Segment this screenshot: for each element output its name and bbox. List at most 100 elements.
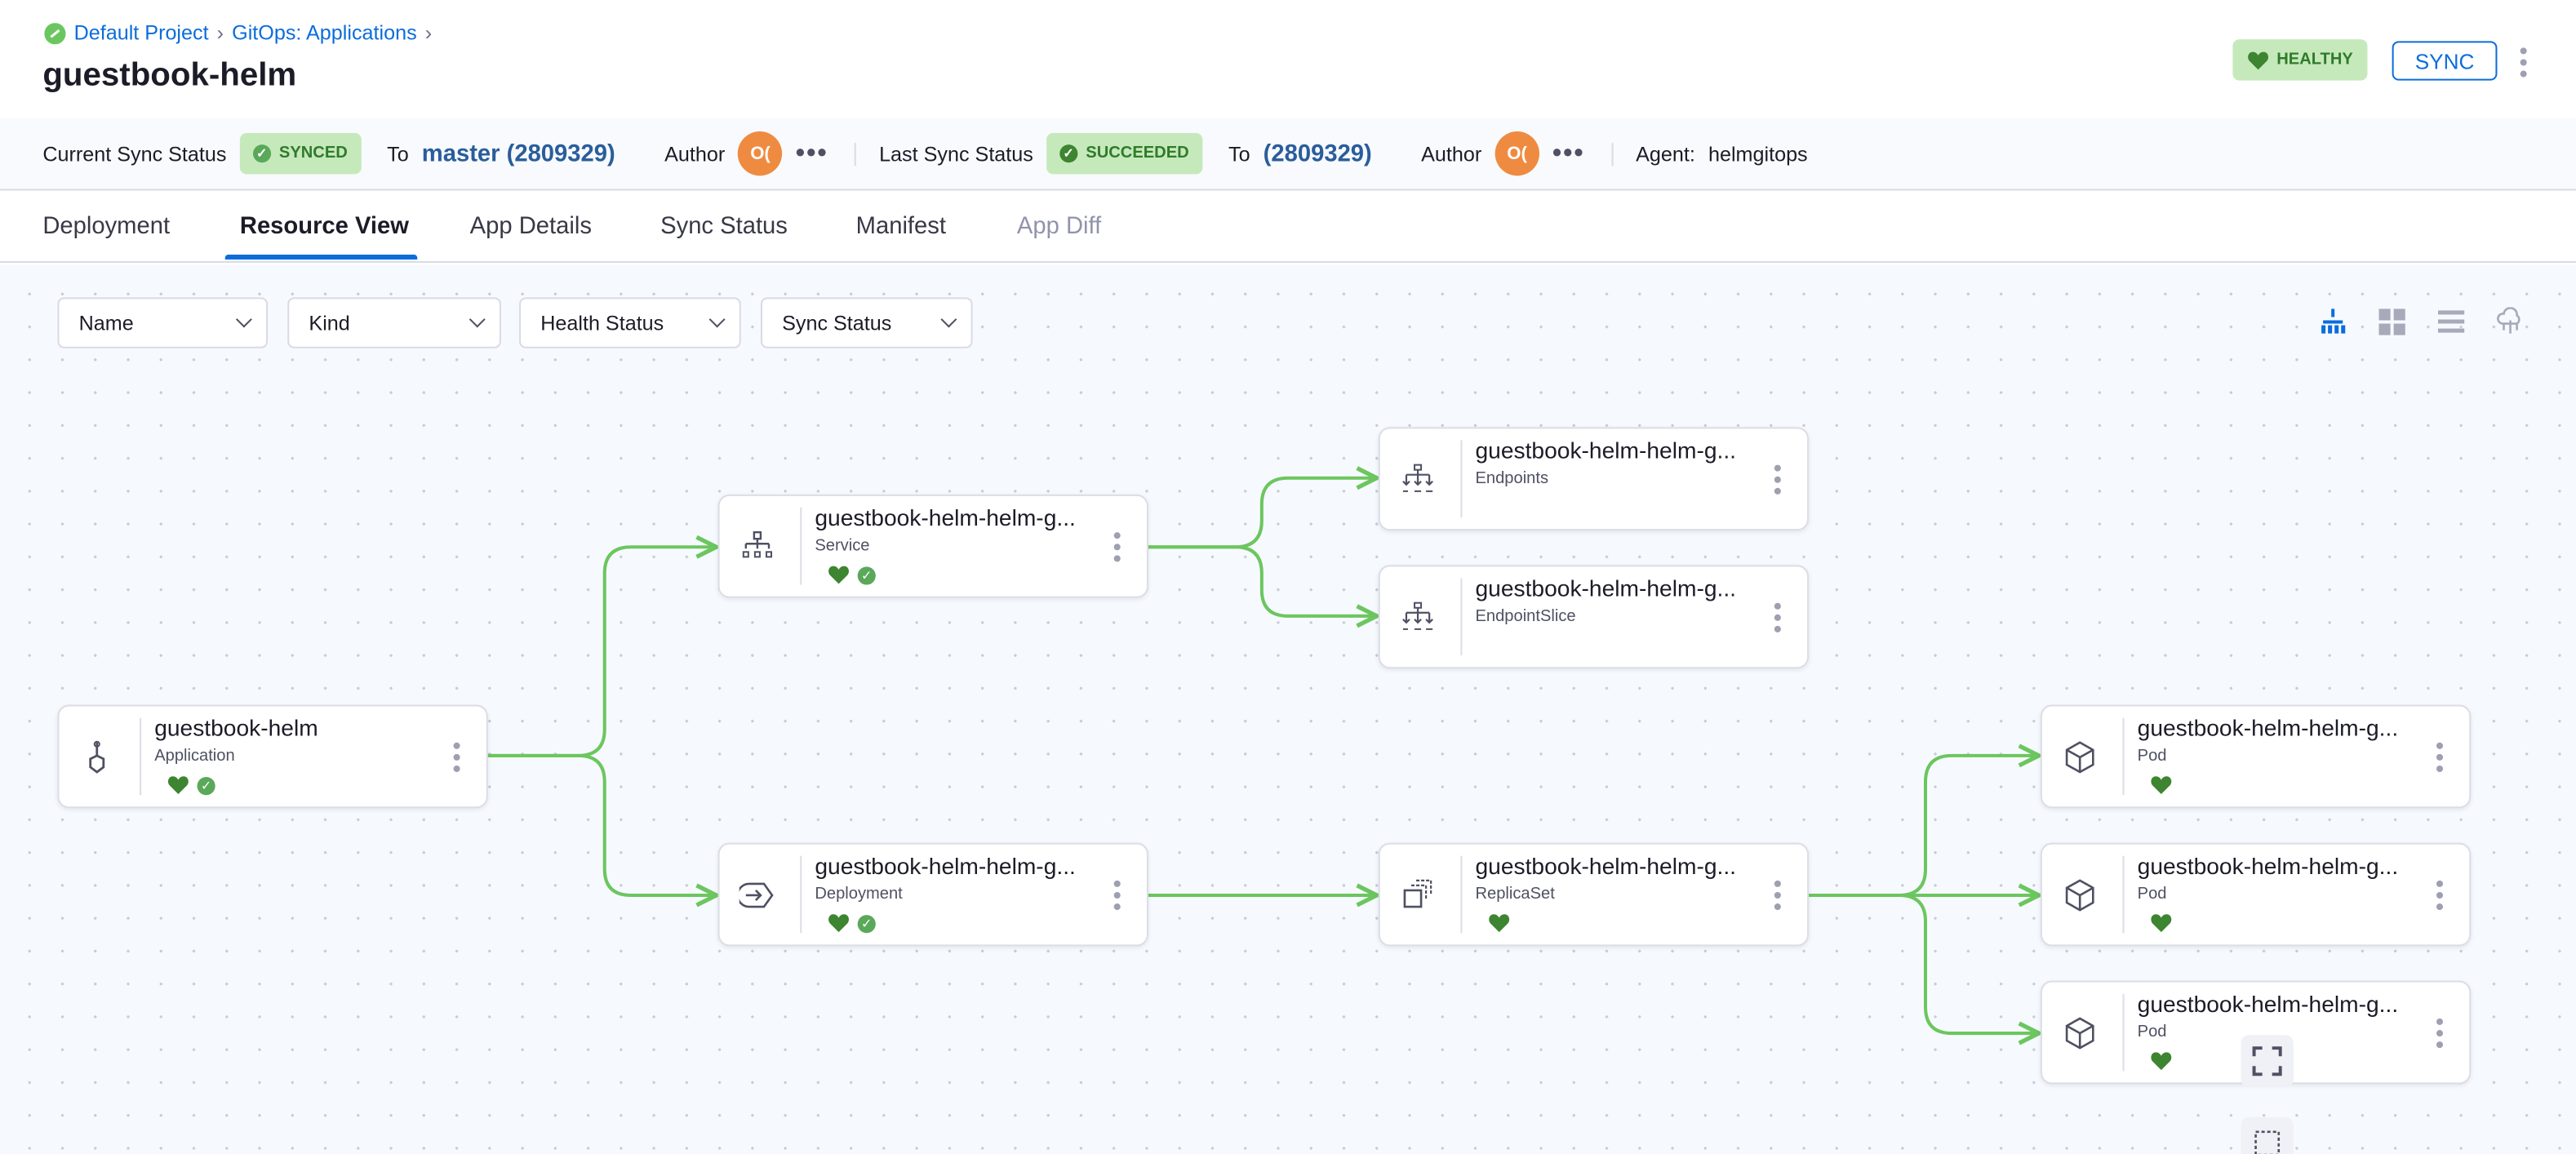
sync-status-bar: Current Sync Status ✓SYNCED To master (2… [0,118,2576,191]
check-icon: ✓ [1059,144,1078,163]
node-endpointslice[interactable]: guestbook-helm-helm-g... EndpointSlice [1378,565,1810,669]
select-area-button[interactable] [2241,1116,2294,1154]
breadcrumb-applications[interactable]: GitOps: Applications [232,21,417,45]
endpoints-icon [1402,464,1433,492]
node-service[interactable]: guestbook-helm-helm-g...Service✓ [717,494,1148,598]
edge [487,753,717,895]
node-kind: Pod [2137,885,2167,904]
more-options-icon[interactable] [2520,47,2527,78]
healthy-heart-icon [828,914,849,933]
author-avatar: O( [1495,131,1539,176]
node-status: ✓ [167,775,215,795]
node-deployment[interactable]: guestbook-helm-helm-g... Deployment ✓ [717,842,1148,947]
sync-button[interactable]: SYNC [2392,41,2498,81]
node-menu-icon[interactable] [1113,880,1121,911]
current-target-link[interactable]: master (2809329) [421,140,615,167]
node-kind: Pod [2137,747,2167,766]
pod-icon [2065,741,2094,774]
node-status [2151,913,2172,933]
healthy-heart-icon [2151,1052,2172,1071]
node-name: guestbook-helm-helm-g... [1475,575,1737,601]
node-pod[interactable]: guestbook-helm-helm-g... Pod [2040,704,2472,809]
to-label: To [387,142,409,166]
active-tab-indicator [224,254,418,260]
node-pod[interactable]: guestbook-helm-helm-g...Pod [2040,842,2472,947]
node-menu-icon[interactable] [2436,742,2444,773]
network-icon[interactable] [2495,307,2525,336]
current-sync-badge: ✓SYNCED [239,133,361,175]
pod-icon [2065,879,2094,912]
divider [2122,993,2125,1072]
tab-resource-view[interactable]: Resource View [239,213,409,240]
node-endpoints[interactable]: guestbook-helm-helm-g... Endpoints [1378,427,1810,531]
tab-sync-status[interactable]: Sync Status [660,213,788,240]
selection-icon [2254,1130,2281,1154]
node-name: guestbook-helm-helm-g... [1475,437,1737,464]
divider [2122,855,2125,934]
last-sync-badge: ✓SUCCEEDED [1046,133,1202,175]
node-menu-icon[interactable] [453,742,460,773]
divider [800,507,802,585]
edge [1809,893,2039,1033]
replicaset-icon [1403,879,1432,908]
node-kind: Endpoints [1475,469,1549,488]
current-sync-label: Current Sync Status [42,142,227,166]
node-kind: EndpointSlice [1475,607,1576,626]
divider [1610,142,1613,166]
node-kind: Application [154,747,235,766]
node-menu-icon[interactable] [2436,1018,2444,1049]
node-replicaset[interactable]: guestbook-helm-helm-g...ReplicaSet [1378,842,1810,947]
node-status [1489,913,1510,933]
node-name: guestbook-helm-helm-g... [1475,852,1737,879]
name-filter[interactable]: Name [57,297,269,348]
node-menu-icon[interactable] [1774,602,1781,632]
node-status [2151,775,2172,795]
chevron-right-icon: › [216,21,224,45]
author-label: Author [664,142,726,166]
node-name: guestbook-helm-helm-g... [2137,990,2399,1017]
fit-view-button[interactable] [2241,1035,2294,1088]
more-dots-icon[interactable]: ••• [795,139,828,167]
breadcrumb: Default Project › GitOps: Applications › [44,21,432,44]
divider [854,142,856,166]
health-status-filter[interactable]: Health Status [519,297,741,348]
tab-deployment[interactable]: Deployment [42,213,171,240]
tab-manifest[interactable]: Manifest [855,213,946,240]
healthy-heart-icon [167,776,189,795]
kind-filter[interactable]: Kind [287,297,501,348]
last-sync-label: Last Sync Status [879,142,1033,166]
grid-icon[interactable] [2378,307,2407,336]
endpoints-icon [1402,601,1433,630]
fullscreen-icon [2252,1046,2282,1076]
node-menu-icon[interactable] [1774,464,1781,495]
more-dots-icon[interactable]: ••• [1552,139,1585,167]
deployment-icon [739,882,774,908]
synced-check-icon: ✓ [197,776,215,795]
breadcrumb-project[interactable]: Default Project [73,21,209,45]
node-status [2151,1051,2172,1071]
node-menu-icon[interactable] [2436,880,2444,911]
tree-icon[interactable] [2318,307,2347,336]
node-status: ✓ [828,913,876,933]
chevron-right-icon: › [424,21,433,45]
edge [1809,756,2039,897]
node-name: guestbook-helm-helm-g... [2137,714,2399,741]
tab-app-diff: App Diff [1016,213,1102,240]
divider [800,855,802,934]
sync-status-filter[interactable]: Sync Status [760,297,973,348]
divider [1460,440,1463,518]
list-icon[interactable] [2436,307,2466,336]
synced-check-icon: ✓ [857,914,876,933]
heart-icon [2247,51,2268,69]
last-target-link[interactable]: (2809329) [1263,140,1372,167]
node-menu-icon[interactable] [1113,532,1121,562]
divider [1460,578,1463,656]
node-kind: Deployment [815,885,903,904]
edge [1148,545,1377,616]
tab-app-details[interactable]: App Details [469,213,592,240]
node-name: guestbook-helm-helm-g... [815,504,1076,531]
healthy-heart-icon [828,566,849,584]
node-name: guestbook-helm-helm-g... [815,852,1076,879]
node-menu-icon[interactable] [1774,880,1781,911]
